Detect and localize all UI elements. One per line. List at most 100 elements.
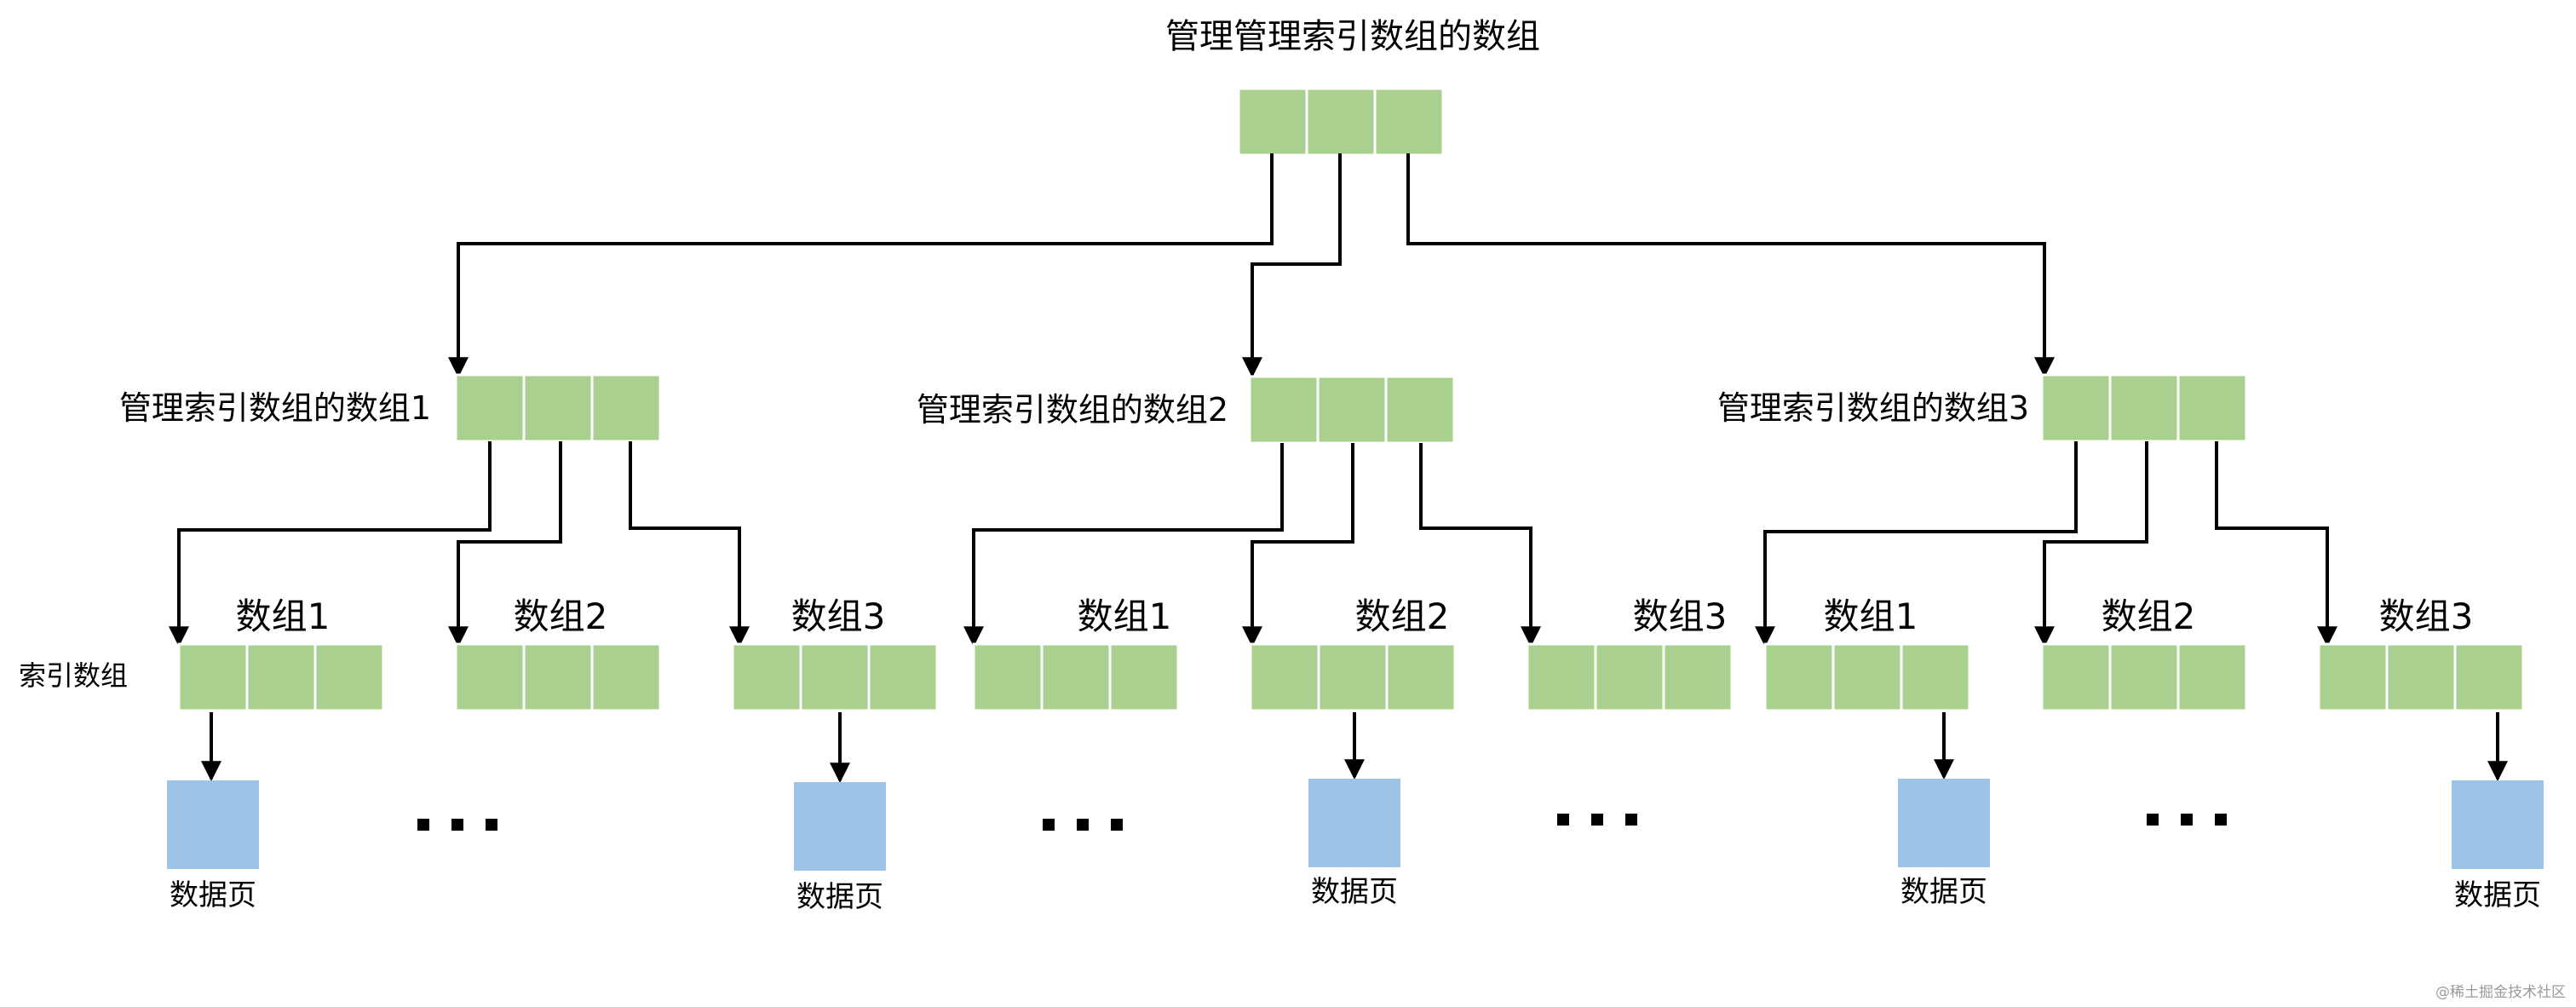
connector-mid2-to-leaf-2 <box>1242 443 1354 647</box>
leaf-2-3-cell-2 <box>1594 642 1665 712</box>
leaf-3-1-cell-1 <box>1763 642 1835 712</box>
mid-array-3-cells-cell-3 <box>2176 373 2248 443</box>
leaf-array-3-1 <box>1763 642 1971 712</box>
leaf-3-2-cell-2 <box>2108 642 2180 712</box>
leaf-1-1-cell-3 <box>313 642 385 712</box>
data-page-3-label: 数据页 <box>1311 875 1398 909</box>
connector-mid1-to-leaf-2 <box>448 441 562 647</box>
mid-array-3: 管理索引数组的数组3 <box>1717 373 2248 443</box>
mid-array-3-cells-cell-2 <box>2108 373 2180 443</box>
mid-array-2-cells <box>1248 375 1456 445</box>
leaf-array-1-1-label: 数组1 <box>236 596 331 637</box>
leaf-3-1-cell-3 <box>1900 642 1971 712</box>
mid-array-2: 管理索引数组的数组2 <box>917 375 1456 445</box>
watermark: @稀土掘金技术社区 <box>2435 984 2566 1001</box>
leaf-1-3-cell-2 <box>799 642 871 712</box>
leaf-3-3-cell-1 <box>2317 642 2389 712</box>
data-page-1-label: 数据页 <box>170 878 256 912</box>
ellipsis-2-dot-2 <box>1077 819 1089 831</box>
mid-connectors <box>169 441 2337 647</box>
leaf-array-3-1-label: 数组1 <box>1824 596 1918 637</box>
leaf-array-3-2 <box>2040 642 2248 712</box>
leaf-3-1-cell-2 <box>1831 642 1903 712</box>
connector-mid2-to-leaf-1 <box>963 443 1284 647</box>
mid-array-2-cells-cell-3 <box>1384 375 1456 445</box>
root-array-cell-1 <box>1237 87 1308 157</box>
connector-root-to-mid-2 <box>1242 153 1342 378</box>
leaf-array-1-2 <box>454 642 662 712</box>
ellipsis-3-dot-1 <box>1557 814 1569 826</box>
root-title: 管理管理索引数组的数组 <box>1165 17 1540 56</box>
mid-array-1-cells-cell-1 <box>454 373 526 443</box>
ellipsis-1: ... <box>417 819 497 831</box>
leaf-array-3-2-label: 数组2 <box>2102 596 2196 637</box>
leaf-array-3-3-label: 数组3 <box>2379 596 2474 637</box>
leaf-2-2-cell-3 <box>1385 642 1457 712</box>
leaf-3-3-cell-2 <box>2385 642 2457 712</box>
mid-array-3-label: 管理索引数组的数组3 <box>1717 389 2029 427</box>
mid-array-3-cells-cell-1 <box>2040 373 2112 443</box>
leaf-2-1-cell-2 <box>1040 642 1112 712</box>
leaf-2-3-cell-1 <box>1526 642 1597 712</box>
data-page-3-block <box>1308 779 1400 867</box>
mid-array-1-cells-cell-2 <box>522 373 594 443</box>
group-1-leaf-arrays: 数组1 数组2 数组3 <box>177 596 939 712</box>
leaf-array-2-3 <box>1526 642 1734 712</box>
leaf-3-2-cell-1 <box>2040 642 2112 712</box>
connector-root-to-mid-3 <box>1406 153 2055 378</box>
ellipsis-1-dot-1 <box>417 819 429 831</box>
page-connectors <box>201 712 2508 784</box>
connector-root-to-mid-1 <box>448 153 1274 378</box>
leaf-array-2-1-label: 数组1 <box>1078 596 1172 637</box>
leaf-2-3-cell-3 <box>1662 642 1734 712</box>
mid-array-1-cells-cell-3 <box>590 373 662 443</box>
connector-mid1-to-leaf-3 <box>629 441 750 647</box>
data-page-4-block <box>1898 779 1990 867</box>
data-page-1: 数据页 <box>167 780 259 912</box>
data-page-4: 数据页 <box>1898 779 1990 909</box>
ellipsis-1-dot-2 <box>451 819 463 831</box>
leaf-2-1-cell-1 <box>972 642 1044 712</box>
leaf-3-3-cell-3 <box>2453 642 2525 712</box>
leaf-1-1-cell-1 <box>177 642 249 712</box>
ellipsis-2: ... <box>1043 819 1123 831</box>
leaf-2-2-cell-2 <box>1317 642 1389 712</box>
leaf-1-3-cell-3 <box>867 642 939 712</box>
leaf-1-2-cell-1 <box>454 642 526 712</box>
connector-mid1-to-leaf-1 <box>169 441 492 647</box>
ellipsis-2-dot-3 <box>1111 819 1123 831</box>
leaf-array-2-2 <box>1249 642 1457 712</box>
leaf-array-1-2-label: 数组2 <box>514 596 608 637</box>
leaf-array-2-3-label: 数组3 <box>1633 596 1728 637</box>
leaf-array-3-3 <box>2317 642 2525 712</box>
mid-array-2-cells-cell-2 <box>1316 375 1388 445</box>
root-array-cell-2 <box>1305 87 1377 157</box>
leaf-1-2-cell-2 <box>522 642 594 712</box>
root-array <box>1237 87 1445 157</box>
data-page-5-label: 数据页 <box>2454 878 2541 912</box>
group-3-leaf-arrays: 数组1 数组2 数组3 <box>1763 596 2525 712</box>
ellipsis-4-dot-1 <box>2147 814 2159 826</box>
root-array-cell-3 <box>1373 87 1445 157</box>
leaf-array-2-1 <box>972 642 1180 712</box>
connector-mid3-to-leaf-3 <box>2215 441 2337 647</box>
data-page-5-block <box>2452 780 2544 869</box>
leaf-array-1-3-label: 数组3 <box>791 596 886 637</box>
connector-mid2-to-leaf-3 <box>1419 443 1541 647</box>
mid-array-2-label: 管理索引数组的数组2 <box>917 391 1228 429</box>
group-2-leaf-arrays: 数组1 数组2 数组3 <box>972 596 1734 712</box>
mid-array-3-cells <box>2040 373 2248 443</box>
leaf-array-2-2-label: 数组2 <box>1355 596 1450 637</box>
leaf-2-1-cell-3 <box>1108 642 1180 712</box>
root-connectors <box>448 153 2055 378</box>
ellipsis-4-dot-2 <box>2181 814 2193 826</box>
leaf-array-1-3 <box>731 642 939 712</box>
data-page-3: 数据页 <box>1308 779 1400 909</box>
data-page-1-block <box>167 780 259 869</box>
leaf-3-2-cell-3 <box>2176 642 2248 712</box>
data-page-4-label: 数据页 <box>1900 875 1987 909</box>
leaf-1-2-cell-3 <box>590 642 662 712</box>
ellipsis-4: ... <box>2147 814 2227 826</box>
leaf-array-1-1 <box>177 642 385 712</box>
